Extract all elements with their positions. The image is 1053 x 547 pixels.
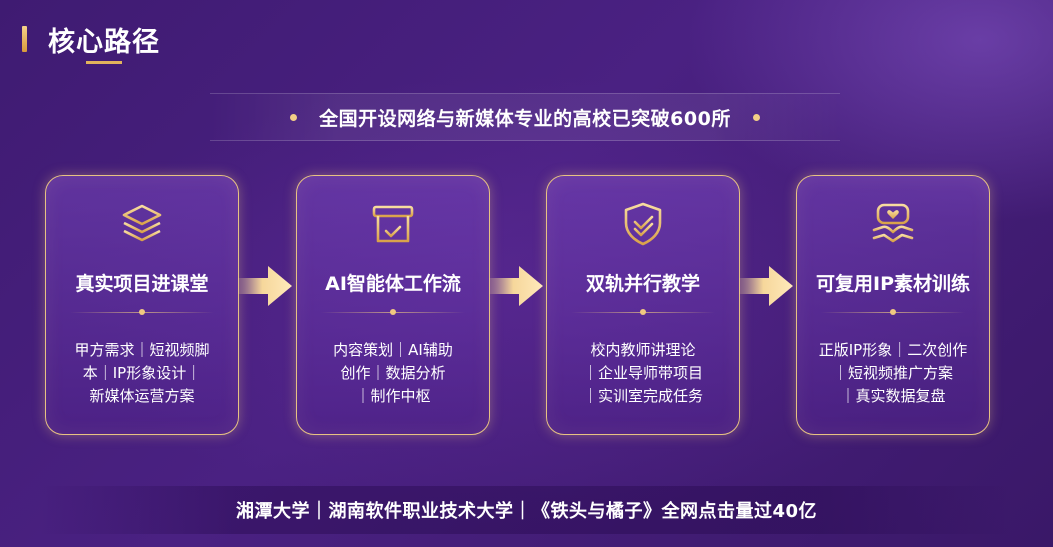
card-description: 甲方需求｜短视频脚 本｜IP形象设计｜ 新媒体运营方案 xyxy=(54,339,230,408)
shield-check-icon xyxy=(624,202,662,246)
heart-hands-icon xyxy=(872,203,914,243)
workflow-check-icon xyxy=(372,205,414,243)
highlight-banner: 全国开设网络与新媒体专业的高校已突破600所 xyxy=(210,93,840,141)
path-card-1: 真实项目进课堂 甲方需求｜短视频脚 本｜IP形象设计｜ 新媒体运营方案 xyxy=(45,175,239,435)
card-divider-dot xyxy=(139,309,145,315)
card-divider-dot xyxy=(390,309,396,315)
path-card-4: 可复用IP素材训练 正版IP形象｜二次创作 ｜短视频推广方案 ｜真实数据复盘 xyxy=(796,175,990,435)
path-card-3: 双轨并行教学 校内教师讲理论 ｜企业导师带项目 ｜实训室完成任务 xyxy=(546,175,740,435)
card-desc-line: ｜企业导师带项目 xyxy=(582,364,703,382)
banner-dot-right xyxy=(752,113,760,121)
card-description: 校内教师讲理论 ｜企业导师带项目 ｜实训室完成任务 xyxy=(555,339,731,408)
footer-text: 湘潭大学｜湖南软件职业技术大学｜《铁头与橘子》全网点击量过40亿 xyxy=(235,501,818,522)
arrow-right-icon xyxy=(489,266,543,306)
card-desc-line: ｜制作中枢 xyxy=(355,387,431,405)
card-desc-line: 校内教师讲理论 xyxy=(590,341,696,359)
card-title: 双轨并行教学 xyxy=(585,273,700,295)
banner-dot-left xyxy=(290,113,298,121)
banner-text: 全国开设网络与新媒体专业的高校已突破600所 xyxy=(319,107,731,130)
card-desc-line: 正版IP形象｜二次创作 xyxy=(818,341,968,359)
card-title: 真实项目进课堂 xyxy=(75,273,209,295)
card-title: AI智能体工作流 xyxy=(325,273,461,295)
card-divider-dot xyxy=(890,309,896,315)
card-description: 正版IP形象｜二次创作 ｜短视频推广方案 ｜真实数据复盘 xyxy=(805,339,981,408)
title-accent-bar xyxy=(22,26,27,52)
card-divider-dot xyxy=(640,309,646,315)
arrow-right-icon xyxy=(238,266,292,306)
card-desc-line: 甲方需求｜短视频脚 xyxy=(74,341,210,359)
path-card-2: AI智能体工作流 内容策划｜AI辅助 创作｜数据分析 ｜制作中枢 xyxy=(296,175,490,435)
card-desc-line: ｜实训室完成任务 xyxy=(582,387,703,405)
card-desc-line: 内容策划｜AI辅助 xyxy=(333,341,453,359)
card-desc-line: ｜真实数据复盘 xyxy=(840,387,946,405)
card-description: 内容策划｜AI辅助 创作｜数据分析 ｜制作中枢 xyxy=(305,339,481,408)
arrow-right-icon xyxy=(739,266,793,306)
page-title: 核心路径 xyxy=(48,27,160,58)
card-title: 可复用IP素材训练 xyxy=(816,273,970,295)
card-desc-line: 新媒体运营方案 xyxy=(89,387,195,405)
footer-banner: 湘潭大学｜湖南软件职业技术大学｜《铁头与橘子》全网点击量过40亿 xyxy=(40,486,1013,534)
card-desc-line: ｜短视频推广方案 xyxy=(832,364,953,382)
stacked-layers-icon xyxy=(122,204,162,242)
card-desc-line: 本｜IP形象设计｜ xyxy=(82,364,202,382)
card-desc-line: 创作｜数据分析 xyxy=(340,364,446,382)
title-underline xyxy=(86,61,122,64)
